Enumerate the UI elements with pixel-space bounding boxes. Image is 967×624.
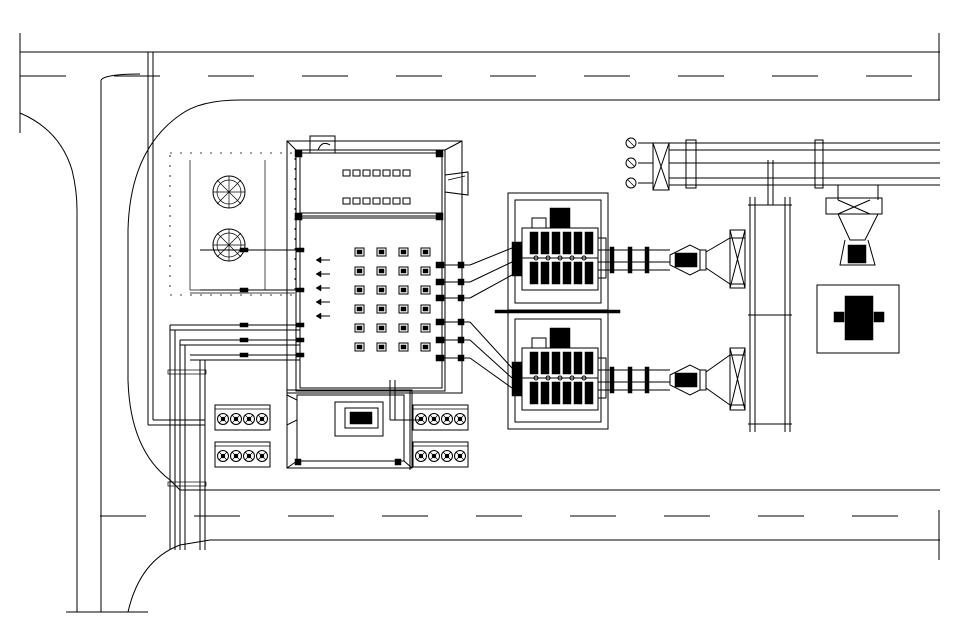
equipment-cabinet (376, 266, 387, 276)
engine-1 (511, 207, 607, 291)
equipment-cabinet (420, 323, 431, 333)
valve-symbol (315, 298, 330, 306)
equipment-cabinet (376, 247, 387, 257)
radiator-bank (412, 441, 469, 468)
hall-divider (494, 309, 621, 314)
equipment-cabinet (398, 247, 409, 257)
cooling-fan-1 (212, 175, 246, 209)
silencer-1 (669, 229, 746, 289)
left-road (19, 73, 181, 613)
exhaust-lines (598, 246, 670, 394)
equipment-cabinet (420, 285, 431, 295)
equipment-cabinet (398, 342, 409, 352)
equipment-cabinet (354, 304, 365, 314)
radiator-bank (412, 404, 469, 431)
equipment-cabinet (376, 285, 387, 295)
valve-symbol (315, 256, 330, 264)
flange-symbol (239, 352, 305, 358)
flange-symbol (239, 337, 305, 343)
radiator-banks (214, 404, 469, 468)
equipment-cabinet (376, 304, 387, 314)
equipment-cabinet (398, 304, 409, 314)
right-silencer (825, 185, 883, 266)
equipment-cabinet (398, 266, 409, 276)
vertical-tray (748, 160, 792, 432)
right-engine-room (816, 284, 900, 354)
feed-pipes (167, 249, 300, 550)
flange-symbol (239, 322, 305, 328)
equipment-cabinet (398, 323, 409, 333)
equipment-cabinet (420, 304, 431, 314)
equipment-cabinet (420, 247, 431, 257)
equipment-cabinet (376, 342, 387, 352)
valve-symbol (315, 312, 330, 320)
equipment-cabinet (354, 323, 365, 333)
silencer-2 (669, 347, 746, 411)
equipment-cabinet (354, 342, 365, 352)
cable-runs (440, 247, 513, 389)
valve-symbol (315, 284, 330, 292)
plant-building (286, 135, 469, 394)
cooling-yard (169, 152, 296, 296)
flange-symbol (239, 247, 305, 253)
top-road (19, 33, 940, 133)
valve-symbol (315, 270, 330, 278)
flange-symbol (239, 287, 305, 293)
radiator-bank (214, 441, 271, 468)
equipment-cabinet (354, 247, 365, 257)
equipment-cabinet (354, 266, 365, 276)
equipment-cabinet (376, 323, 387, 333)
top-duct (625, 137, 940, 191)
left-pipe (147, 52, 205, 426)
equipment-grid (239, 247, 465, 362)
radiator-bank (214, 404, 271, 431)
equipment-cabinet (420, 342, 431, 352)
bottom-road (100, 489, 940, 613)
control-panels (342, 169, 411, 205)
equipment-cabinet (354, 285, 365, 295)
cooling-fan-2 (212, 228, 246, 262)
engine-2 (511, 327, 607, 411)
lower-annex (286, 380, 420, 469)
equipment-cabinet (398, 285, 409, 295)
equipment-cabinet (420, 266, 431, 276)
